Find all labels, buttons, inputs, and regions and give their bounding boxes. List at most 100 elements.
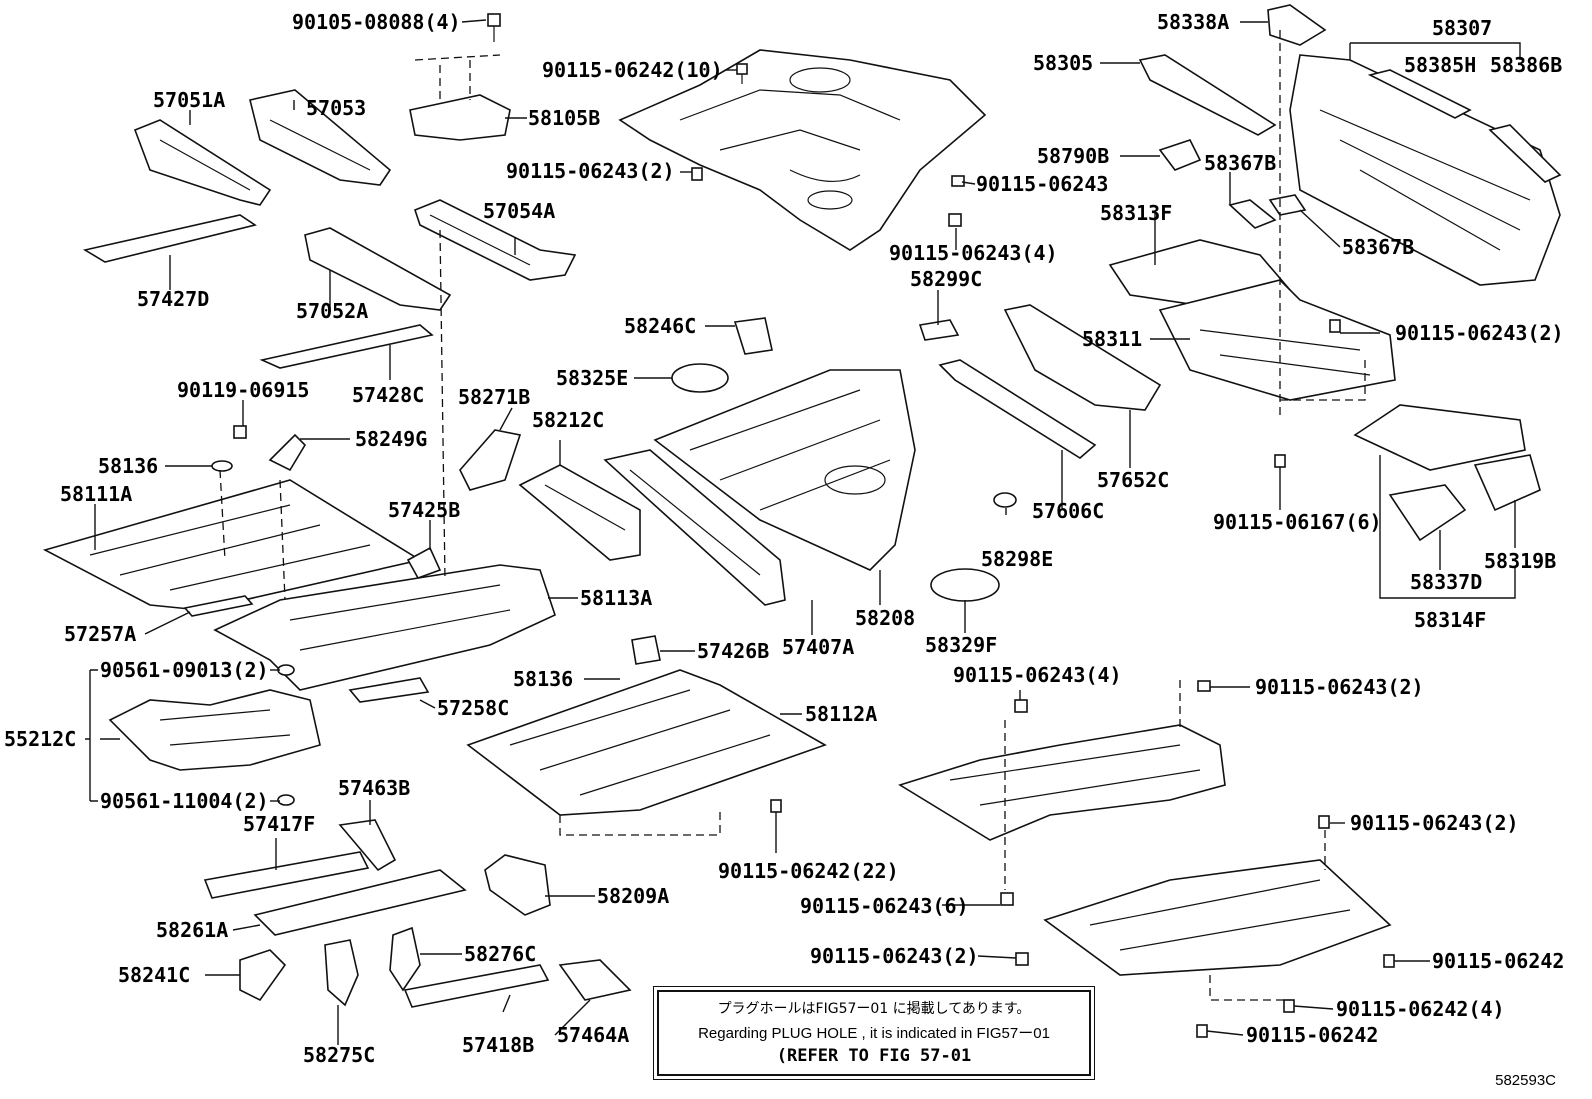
callout-label: 58385H bbox=[1404, 53, 1476, 77]
figure-code: 582593C bbox=[1495, 1072, 1556, 1089]
part-57418b bbox=[403, 964, 550, 1008]
part-58105b-bracket bbox=[409, 54, 511, 141]
bolt-icon bbox=[691, 167, 703, 181]
callout-label: 58246C bbox=[624, 314, 696, 338]
callout-label: 58276C bbox=[464, 942, 536, 966]
callout-label: 58367B bbox=[1342, 235, 1414, 259]
part-58276c bbox=[389, 926, 421, 992]
part-labels: 90105-08088(4) 90115-06242(10) 58105B 90… bbox=[4, 10, 1564, 1067]
part-57258c bbox=[348, 677, 430, 703]
part-58249g bbox=[268, 433, 307, 472]
part-rear-floor-upper bbox=[898, 680, 1226, 890]
callout-label: 58111A bbox=[60, 482, 132, 506]
callout-label: 57426B bbox=[697, 639, 769, 663]
callout-label: 58208 bbox=[855, 606, 915, 630]
part-58112a-floor bbox=[466, 669, 827, 836]
part-57054a bbox=[414, 199, 577, 281]
callout-label: 58305 bbox=[1033, 51, 1093, 75]
callout-label: 58313F bbox=[1100, 201, 1172, 225]
note-japanese-text: プラグホールはFIG57ー01 に掲載してあります。 bbox=[717, 1001, 1031, 1017]
bolt-icon bbox=[948, 213, 962, 227]
callout-label: 58249G bbox=[355, 427, 427, 451]
callout-label: 90561-09013(2) bbox=[100, 658, 269, 682]
part-58325e bbox=[671, 363, 729, 393]
callout-label: 90561-11004(2) bbox=[100, 789, 269, 813]
callout-label: 90119-06915 bbox=[177, 378, 309, 402]
bolt-icon bbox=[1015, 952, 1029, 966]
callout-label: 58367B bbox=[1204, 151, 1276, 175]
callout-label: 90105-08088(4) bbox=[292, 10, 461, 34]
callout-label: 58112A bbox=[805, 702, 877, 726]
bolt-icon bbox=[1283, 999, 1295, 1013]
bolt-icon bbox=[1196, 1024, 1208, 1038]
note-reference-text: (REFER TO FIG 57-01 bbox=[776, 1046, 972, 1066]
part-57051a bbox=[133, 119, 272, 206]
part-58338a bbox=[1267, 4, 1327, 46]
part-58311-floor bbox=[1158, 30, 1396, 420]
part-57257a bbox=[183, 595, 254, 617]
bolt-icon bbox=[1329, 319, 1341, 333]
leader-lines bbox=[85, 19, 1521, 1045]
callout-label: 57425B bbox=[388, 498, 460, 522]
callout-label: 57257A bbox=[64, 622, 136, 646]
callout-label: 57053 bbox=[306, 96, 366, 120]
callout-label: 58307 bbox=[1432, 16, 1492, 40]
part-58386b bbox=[1488, 124, 1562, 183]
callout-label: 58136 bbox=[513, 667, 573, 691]
callout-label: 58298E bbox=[981, 547, 1053, 571]
callout-label: 58241C bbox=[118, 963, 190, 987]
callout-label: 58275C bbox=[303, 1043, 375, 1067]
part-58212c bbox=[518, 464, 641, 561]
note-english-text: Regarding PLUG HOLE , it is indicated in… bbox=[698, 1025, 1050, 1042]
callout-label: 90115-06243(2) bbox=[810, 944, 979, 968]
bolt-icon bbox=[951, 175, 965, 187]
bolt-icon bbox=[770, 799, 782, 813]
part-57417f bbox=[203, 851, 370, 899]
callout-label: 90115-06243(2) bbox=[1350, 811, 1519, 835]
bolt-icon bbox=[1197, 680, 1211, 692]
part-58208-floor bbox=[653, 369, 916, 571]
callout-label: 57052A bbox=[296, 299, 368, 323]
part-57426b bbox=[631, 635, 661, 665]
callout-label: 58386B bbox=[1490, 53, 1562, 77]
part-58113a-tunnel bbox=[213, 229, 556, 691]
callout-label: 90115-06167(6) bbox=[1213, 510, 1382, 534]
callout-label: 58337D bbox=[1410, 570, 1482, 594]
callout-label: 58338A bbox=[1157, 10, 1229, 34]
callout-label: 90115-06243(2) bbox=[1255, 675, 1424, 699]
callout-label: 90115-06243(4) bbox=[889, 241, 1058, 265]
bolt-icon bbox=[1383, 954, 1395, 968]
bolt-icon bbox=[1274, 454, 1286, 468]
part-58261a bbox=[253, 869, 467, 936]
callout-label: 57054A bbox=[483, 199, 555, 223]
part-58241c bbox=[239, 949, 287, 1002]
callout-label: 57606C bbox=[1032, 499, 1104, 523]
part-rear-floor-lower bbox=[1043, 830, 1392, 1001]
part-58367b-a bbox=[1228, 199, 1277, 229]
bolt-icon bbox=[736, 63, 748, 84]
part-58275c bbox=[324, 939, 359, 1007]
part-58329f bbox=[930, 568, 1000, 602]
callout-label: 90115-06243(6) bbox=[800, 894, 969, 918]
callout-label: 55212C bbox=[4, 727, 76, 751]
callout-label: 57417F bbox=[243, 812, 315, 836]
part-57425b bbox=[406, 546, 442, 579]
nut-icon bbox=[277, 664, 295, 676]
callout-label: 58329F bbox=[925, 633, 997, 657]
callout-label: 57407A bbox=[782, 635, 854, 659]
part-57652c bbox=[1003, 304, 1162, 411]
bolt-icon bbox=[233, 425, 247, 439]
part-58111a-floor bbox=[42, 469, 423, 611]
part-58298e bbox=[993, 492, 1017, 508]
callout-label: 58299C bbox=[910, 267, 982, 291]
callout-label: 58209A bbox=[597, 884, 669, 908]
part-57053 bbox=[249, 89, 392, 186]
callout-label: 90115-06242(22) bbox=[718, 859, 899, 883]
part-57463b bbox=[338, 819, 397, 872]
part-57052a bbox=[304, 227, 452, 311]
part-57464a bbox=[558, 959, 632, 1001]
nut-icon bbox=[277, 794, 295, 806]
callout-label: 58113A bbox=[580, 586, 652, 610]
callout-label: 58325E bbox=[556, 366, 628, 390]
